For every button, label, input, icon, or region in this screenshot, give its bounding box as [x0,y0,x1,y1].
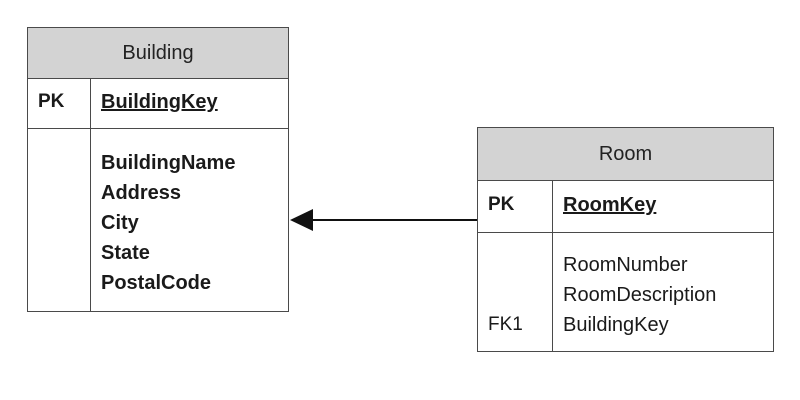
building-attribute: State [101,242,150,264]
building-attribute: Address [101,182,182,204]
room-entity-title: Room [478,128,773,181]
room-column-divider [552,180,553,351]
building-attribute: PostalCode [101,272,212,294]
building-attribute: City [101,212,139,234]
room-attribute: RoomDescription [563,284,717,306]
room-title-text: Room [598,142,653,165]
building-attribute: BuildingName [101,152,236,174]
room-primary-key: RoomKey [563,194,657,216]
building-primary-key: BuildingKey [101,91,218,113]
room-attribute: RoomNumber [563,254,688,276]
room-key-row [478,180,773,233]
building-title-text: Building [122,41,194,64]
room-entity: Room PK RoomKey RoomNumber RoomDescripti… [477,127,774,352]
room-pk-label: PK [488,194,515,215]
building-key-row [28,78,288,129]
building-entity: Building PK BuildingKey BuildingName Add… [27,27,289,312]
building-column-divider [90,78,91,311]
building-pk-label: PK [38,91,65,112]
building-entity-title: Building [28,28,288,79]
room-attribute: BuildingKey [563,314,669,336]
room-fk-label: FK1 [488,314,523,335]
relationship-arrowhead-icon [290,209,313,231]
building-attribute-list: BuildingName Address City State PostalCo… [101,148,235,298]
room-attribute-list: RoomNumber RoomDescription BuildingKey [563,250,716,340]
